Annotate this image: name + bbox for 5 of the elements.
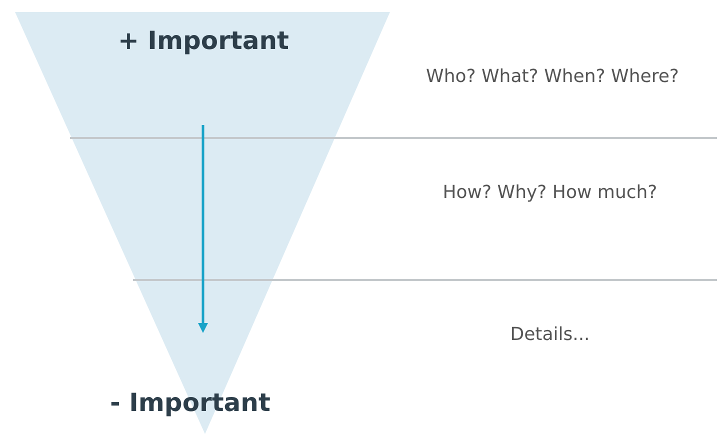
note-text: Details...	[509, 323, 591, 347]
heading: + Important	[118, 26, 289, 55]
question-text: Who? What? When? Where?	[425, 65, 680, 89]
question-text: How? Why? How much?	[442, 181, 658, 205]
heading: - Important	[110, 388, 270, 417]
